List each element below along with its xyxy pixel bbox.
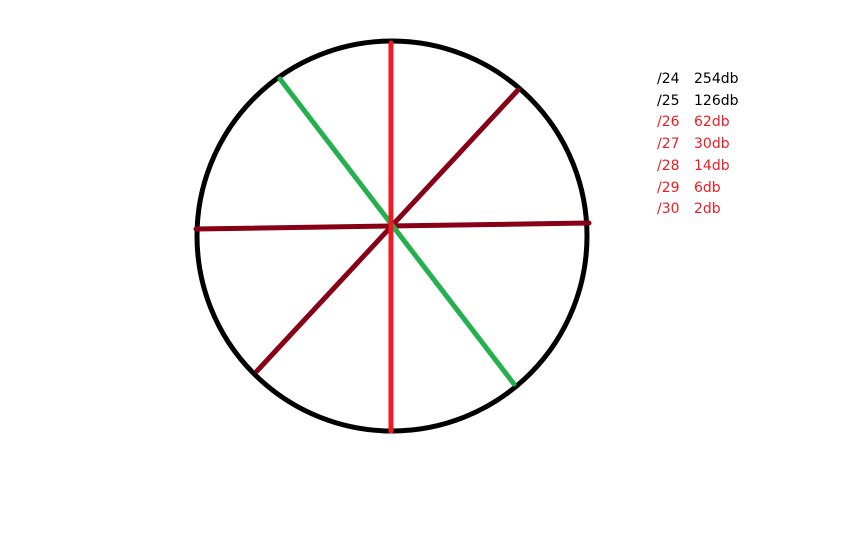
legend-size: 30db (694, 136, 730, 153)
legend-prefix: /30 (657, 201, 680, 218)
legend-row: /24 254db (657, 69, 739, 91)
legend-size: 6db (694, 179, 721, 196)
legend-row: /25 126db (657, 91, 739, 113)
legend-size: 126db (694, 92, 739, 109)
legend-row: /27 30db (657, 134, 739, 156)
legend-prefix: /27 (657, 136, 680, 153)
legend-prefix: /26 (657, 114, 680, 131)
legend-size: 2db (694, 201, 721, 218)
legend-prefix: /29 (657, 179, 680, 196)
legend-prefix: /28 (657, 157, 680, 174)
legend-row: /28 14db (657, 156, 739, 178)
legend-row: /29 6db (657, 178, 739, 200)
legend-size: 254db (694, 71, 739, 87)
legend-prefix: /24 (657, 71, 680, 87)
dark-red-diagonal-line (254, 87, 521, 374)
green-diagonal-line (277, 76, 517, 387)
subnet-size-legend: /24 254db /25 126db /26 62db /27 30db /2… (657, 69, 739, 221)
legend-size: 62db (694, 114, 730, 131)
legend-size: 14db (694, 157, 730, 174)
legend-row: /26 62db (657, 112, 739, 134)
legend-row: /30 2db (657, 199, 739, 221)
legend-prefix: /25 (657, 92, 680, 109)
